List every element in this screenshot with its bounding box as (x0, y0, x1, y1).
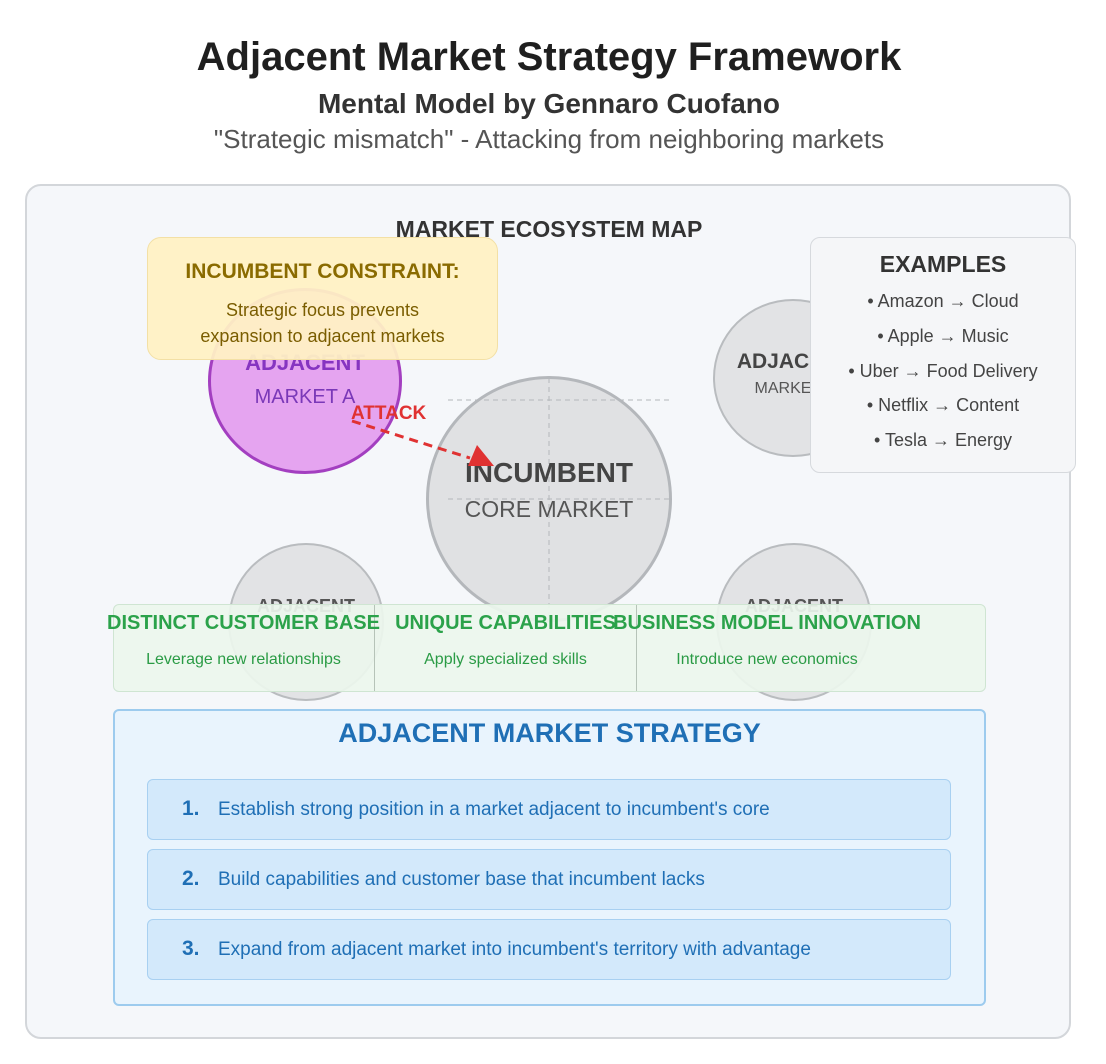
advantage-desc: Apply specialized skills (424, 651, 587, 668)
constraint-line-2: expansion to adjacent markets (200, 326, 445, 346)
advantages-strip (113, 604, 986, 692)
strategy-step-text: Expand from adjacent market into incumbe… (218, 939, 811, 960)
example-item: • Amazon → Cloud (867, 291, 1019, 311)
examples-title: EXAMPLES (879, 251, 1007, 277)
strategy-step-text: Build capabilities and customer base tha… (218, 869, 705, 890)
strategy-step-number: 3. (182, 937, 200, 960)
example-item: • Tesla → Energy (873, 430, 1013, 450)
constraint-title: INCUMBENT CONSTRAINT: (185, 260, 460, 283)
incumbent-constraint-callout (147, 237, 498, 360)
strategy-title: ADJACENT MARKET STRATEGY (338, 718, 761, 748)
advantages-divider (636, 605, 637, 691)
strategy-step-number: 2. (182, 867, 200, 890)
adjacent-market-a-sub: MARKET A (254, 386, 356, 408)
example-item: • Apple → Music (877, 326, 1009, 346)
strategy-step-text: Establish strong position in a market ad… (218, 799, 770, 820)
attack-label: ATTACK (351, 403, 427, 424)
constraint-line-1: Strategic focus prevents (225, 300, 420, 320)
advantage-title: BUSINESS MODEL INNOVATION (613, 612, 921, 634)
adjacent-market-b-sub: MARKE (754, 380, 812, 397)
strategy-step (147, 919, 951, 980)
advantage-title: DISTINCT CUSTOMER BASE (107, 612, 380, 634)
incumbent-sub: CORE MARKET (464, 496, 634, 522)
advantage-title: UNIQUE CAPABILITIES (395, 612, 616, 634)
advantages-divider (374, 605, 375, 691)
strategy-step (147, 779, 951, 840)
page-tagline: "Strategic mismatch" - Attacking from ne… (213, 124, 885, 154)
page-title: Adjacent Market Strategy Framework (196, 35, 902, 79)
adjacent-market-b-label: ADJAC (736, 350, 810, 373)
example-item: • Netflix → Content (866, 395, 1020, 415)
incumbent-label: INCUMBENT (465, 457, 633, 488)
advantage-desc: Introduce new economics (676, 651, 858, 668)
advantage-desc: Leverage new relationships (146, 651, 341, 668)
examples-box (810, 237, 1076, 473)
example-item: • Uber → Food Delivery (848, 361, 1038, 381)
strategy-step-number: 1. (182, 797, 200, 820)
strategy-step (147, 849, 951, 910)
page-subtitle: Mental Model by Gennaro Cuofano (317, 88, 780, 119)
